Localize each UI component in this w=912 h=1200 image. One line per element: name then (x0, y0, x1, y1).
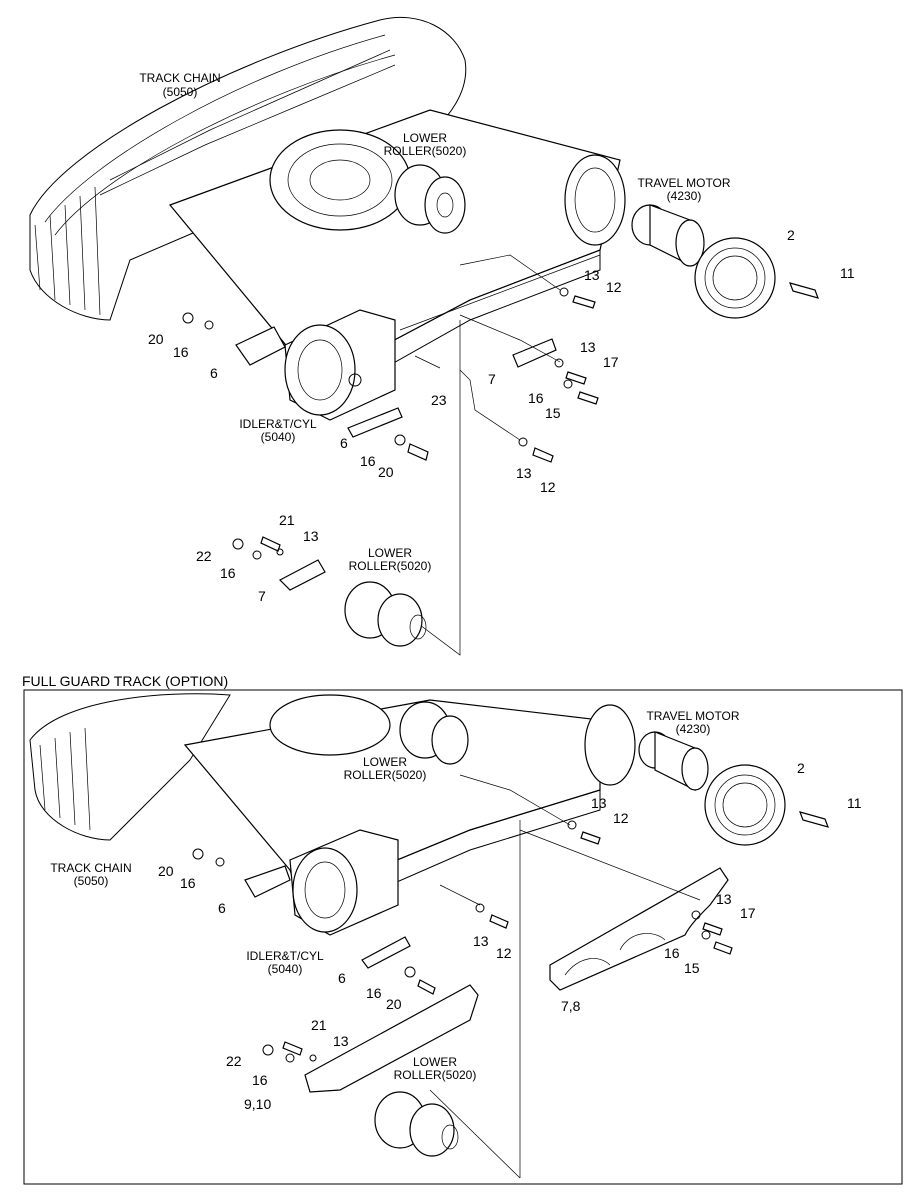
part-callout: 13 (303, 528, 319, 544)
part-callout: 21 (311, 1017, 327, 1033)
sprocket-bottom (704, 764, 786, 846)
part-callout: 12 (606, 279, 622, 295)
part-callout: 7,8 (561, 998, 581, 1014)
part-callout: 12 (496, 945, 512, 961)
travel-motor-top (631, 204, 705, 267)
section-title-full-guard: FULL GUARD TRACK (OPTION) (22, 673, 228, 689)
idler-top (284, 309, 396, 421)
sprocket-top (694, 237, 776, 319)
part-callout: 6 (338, 970, 346, 986)
part-callout: 13 (580, 339, 596, 355)
part-callout: 16 (528, 390, 544, 406)
part-callout: 15 (684, 960, 700, 976)
part-callout: 16 (173, 344, 189, 360)
label-track-chain-top: TRACK CHAIN(5050) (139, 71, 220, 99)
part-callout: 20 (158, 863, 174, 879)
callouts-top: 2 11 13 12 20 16 6 13 17 7 16 15 23 6 16… (148, 227, 855, 604)
label-travel-motor-bottom: TRAVEL MOTOR(4230) (646, 709, 739, 736)
full-guard-frame (23, 689, 903, 1185)
part-callout: 22 (196, 548, 212, 564)
part-callout: 20 (148, 331, 164, 347)
part-callout: 13 (716, 891, 732, 907)
part-callout: 12 (540, 479, 556, 495)
label-idler-top: IDLER&T/CYL(5040) (239, 417, 317, 444)
part-callout: 2 (797, 760, 805, 776)
part-callout: 6 (218, 900, 226, 916)
track-chain-bottom (29, 693, 231, 841)
part-callout: 16 (366, 985, 382, 1001)
part-callout: 12 (613, 810, 629, 826)
part-callout: 11 (847, 795, 862, 811)
guard-7-top (512, 338, 557, 368)
part-callout: 13 (333, 1033, 349, 1049)
label-travel-motor-top: TRAVEL MOTOR(4230) (637, 176, 730, 203)
track-chain-top (29, 16, 467, 321)
guard-plate-9-10 (304, 984, 479, 1093)
part-callout: 13 (516, 465, 532, 481)
guard-6-top (235, 326, 286, 366)
part-callout: 6 (340, 435, 348, 451)
bolt-11-top (789, 282, 819, 299)
callouts-bottom: 2 11 13 12 20 16 6 13 17 16 15 13 12 7,8… (158, 760, 862, 1112)
part-callout: 16 (220, 565, 236, 581)
label-idler-bottom: IDLER&T/CYL(5040) (246, 949, 324, 976)
lower-roller-top-mounted (394, 164, 466, 234)
part-callout: 7 (258, 588, 266, 604)
part-callout: 20 (378, 464, 394, 480)
part-callout: 13 (473, 933, 489, 949)
part-callout: 17 (740, 905, 756, 921)
part-callout: 15 (545, 405, 561, 421)
part-callout: 6 (210, 365, 218, 381)
part-callout: 23 (431, 392, 447, 408)
part-callout: 2 (787, 227, 795, 243)
part-callout: 16 (252, 1072, 268, 1088)
part-callout: 16 (180, 875, 196, 891)
guard-6b-top (347, 407, 403, 438)
part-callout: 11 (840, 265, 855, 281)
part-callout: 22 (226, 1053, 242, 1069)
guard-plate-7-8 (549, 867, 729, 991)
part-callout: 16 (664, 945, 680, 961)
part-callout: 13 (591, 795, 607, 811)
guard-7b-top (278, 559, 326, 591)
part-callout: 21 (279, 512, 295, 528)
lower-roller-bottom-group-top (232, 536, 427, 647)
part-callout: 7 (488, 371, 496, 387)
part-callout: 20 (386, 996, 402, 1012)
part-callout: 13 (584, 267, 600, 283)
part-callout: 16 (360, 453, 376, 469)
part-callout: 9,10 (244, 1096, 271, 1112)
label-track-chain-bottom: TRACK CHAIN(5050) (50, 861, 131, 888)
part-callout: 17 (603, 354, 619, 370)
